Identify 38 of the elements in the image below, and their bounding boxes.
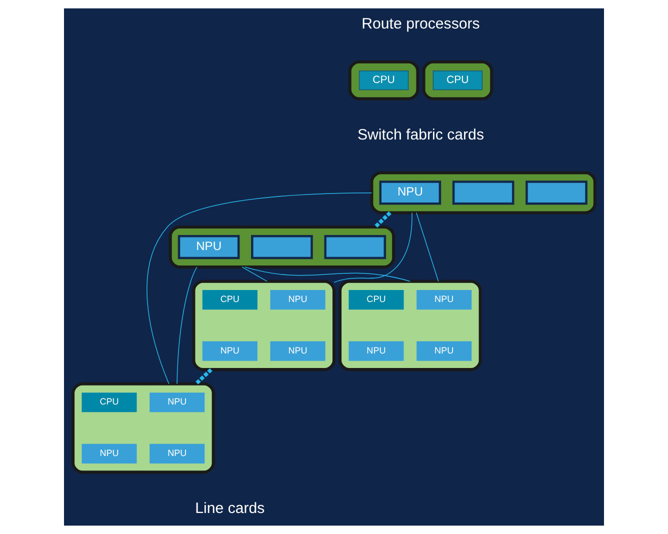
connector xyxy=(334,212,412,283)
node-box: NPU xyxy=(270,341,326,361)
node-box: NPU xyxy=(150,444,205,464)
node-box xyxy=(526,180,588,205)
node-box: NPU xyxy=(150,392,205,412)
connector xyxy=(242,266,268,282)
cluster xyxy=(422,60,494,100)
node-box: NPU xyxy=(178,234,240,260)
cluster xyxy=(192,280,336,372)
connector xyxy=(244,266,411,282)
cluster xyxy=(168,226,396,268)
connector xyxy=(374,211,392,228)
node-box: CPU xyxy=(348,290,404,310)
label: Route processors xyxy=(362,16,480,33)
connector xyxy=(146,192,372,384)
node-box: NPU xyxy=(348,341,404,361)
node-box: NPU xyxy=(82,444,137,464)
label: Line cards xyxy=(195,500,265,517)
cluster xyxy=(370,171,596,214)
node-box xyxy=(324,234,386,260)
label: Switch fabric cards xyxy=(357,126,484,144)
cluster xyxy=(72,382,215,474)
connector xyxy=(416,212,439,282)
node-box: NPU xyxy=(416,290,472,310)
connector xyxy=(194,368,212,386)
node-box: NPU xyxy=(379,180,442,205)
node-box: CPU xyxy=(358,70,409,90)
node-box: CPU xyxy=(432,70,483,90)
node-box: NPU xyxy=(416,341,472,361)
node-box xyxy=(251,234,313,260)
node-box: NPU xyxy=(270,290,326,310)
node-box xyxy=(452,180,514,205)
node-box: CPU xyxy=(202,290,258,310)
node-box: NPU xyxy=(202,341,258,361)
cluster xyxy=(348,60,420,100)
cluster xyxy=(338,280,482,372)
node-box: CPU xyxy=(82,392,137,412)
connector xyxy=(176,266,198,384)
